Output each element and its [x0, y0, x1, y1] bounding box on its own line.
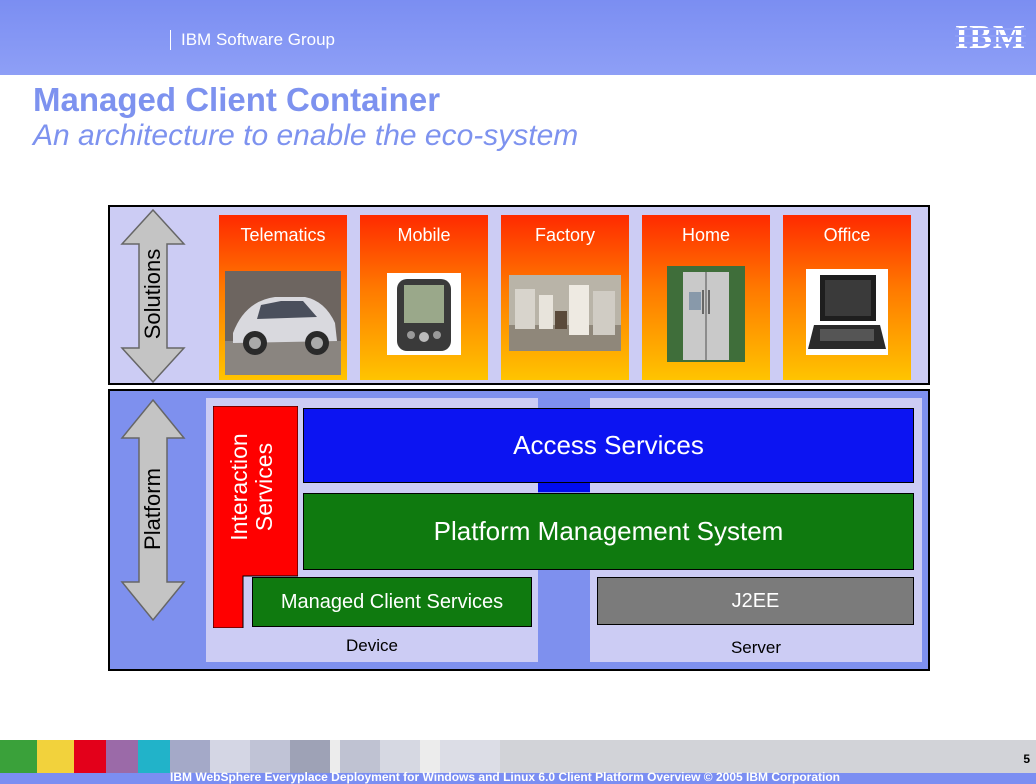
footer-color-block	[290, 740, 330, 773]
tile-label: Telematics	[240, 225, 326, 245]
solutions-label: Solutions	[140, 248, 165, 340]
footer-color-block	[340, 740, 380, 773]
header-bar	[0, 0, 1036, 75]
platform-label: Platform	[140, 468, 165, 550]
solution-tile-mobile: Mobile	[360, 215, 488, 380]
footer-color-block	[37, 740, 74, 773]
tile-label: Office	[823, 225, 871, 245]
footer-color-block	[500, 740, 1036, 773]
logo-stripe	[955, 28, 1026, 30]
managed-client-services-label: Managed Client Services	[280, 590, 504, 613]
interaction-services-block	[213, 406, 298, 628]
solution-tile-telematics: Telematics	[219, 215, 347, 380]
j2ee-label: J2EE	[731, 589, 780, 612]
footer-color-block	[74, 740, 106, 773]
platform-double-arrow	[120, 398, 186, 622]
slide-subtitle: An architecture to enable the eco-system	[33, 119, 579, 152]
managed-client-services-block: Managed Client Services	[252, 577, 532, 627]
platform-management-label: Platform Management System	[433, 516, 784, 546]
factory-icon	[509, 275, 621, 351]
server-label: Server	[730, 638, 782, 657]
solution-tile-home: Home	[642, 215, 770, 380]
page-number: 5	[1023, 752, 1030, 766]
tile-label: Mobile	[397, 225, 451, 245]
solution-tile-office: Office	[783, 215, 911, 380]
footer-color-block	[138, 740, 170, 773]
pda-icon	[387, 273, 461, 355]
footer-color-block	[380, 740, 420, 773]
logo-stripe	[955, 35, 1026, 37]
header-group-label: IBM Software Group	[170, 30, 335, 50]
access-services-bridge	[538, 480, 590, 492]
access-services-block: Access Services	[303, 408, 914, 483]
footer-color-block	[210, 740, 250, 773]
tile-label: Home	[681, 225, 730, 245]
footer-text: IBM WebSphere Everyplace Deployment for …	[170, 770, 840, 784]
interaction-services-label: Interaction Services	[226, 433, 277, 541]
laptop-icon	[806, 269, 888, 355]
footer-color-block	[170, 740, 210, 773]
slide-title: Managed Client Container	[33, 81, 441, 118]
footer-color-block	[0, 740, 37, 773]
j2ee-block: J2EE	[597, 577, 914, 625]
footer-color-block	[106, 740, 138, 773]
tile-label: Factory	[534, 225, 595, 245]
footer-bar	[0, 773, 1036, 784]
refrigerator-icon	[667, 266, 745, 362]
platform-management-block: Platform Management System	[303, 493, 914, 570]
ibm-logo-text: IBM	[955, 19, 1026, 56]
access-services-label: Access Services	[513, 430, 704, 460]
footer-color-block	[440, 740, 500, 773]
device-label: Device	[346, 636, 398, 655]
ibm-logo: IBM	[955, 20, 1026, 56]
footer-color-block	[250, 740, 290, 773]
car-icon	[225, 271, 341, 375]
solution-tile-factory: Factory	[501, 215, 629, 380]
logo-stripe	[955, 42, 1026, 44]
solutions-double-arrow	[120, 208, 186, 384]
